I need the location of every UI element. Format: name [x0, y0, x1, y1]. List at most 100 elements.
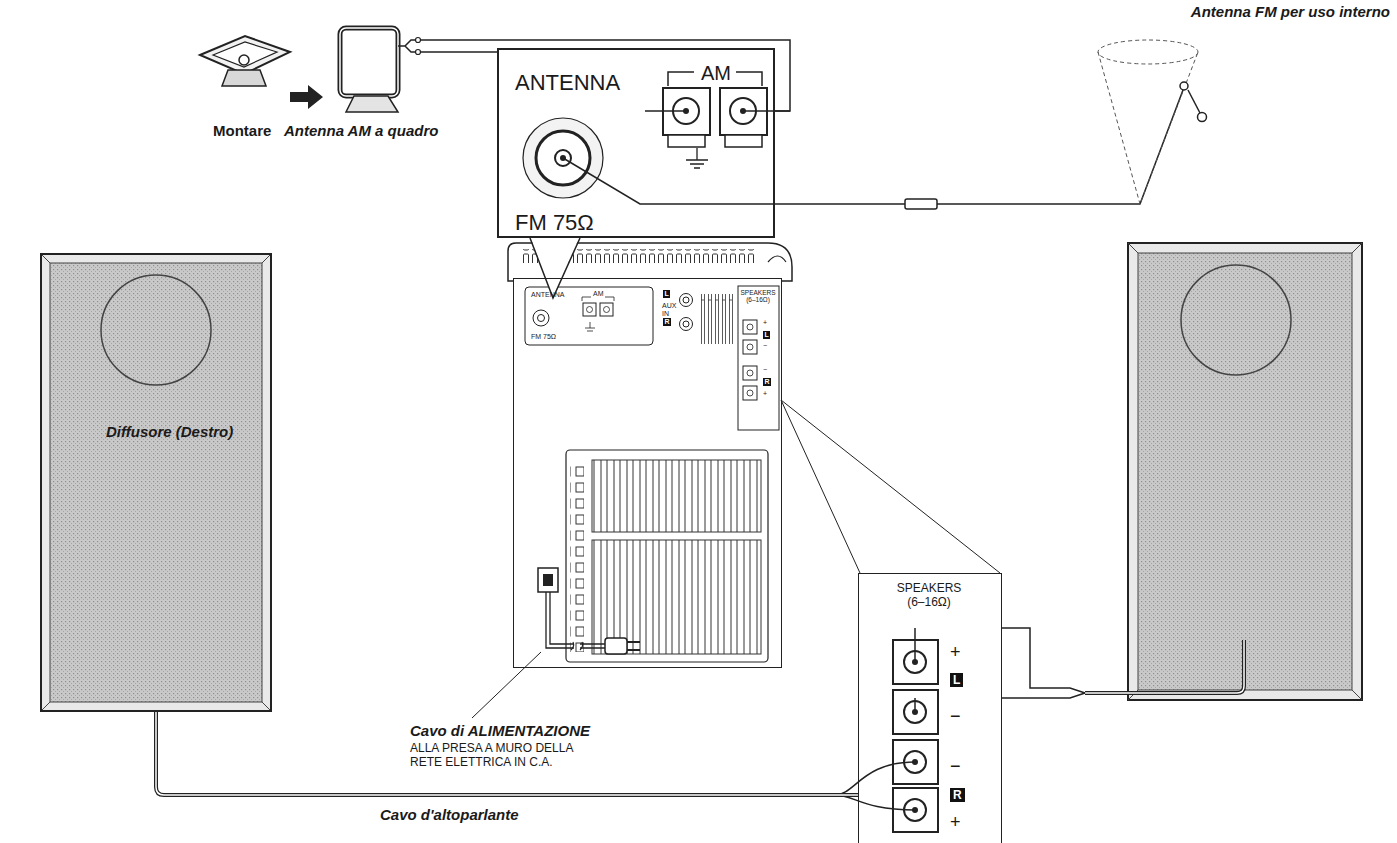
speaker-wire [835, 795, 915, 810]
cord-break [571, 642, 583, 650]
callout-tail-fill [530, 236, 580, 298]
panel-title: SPEAKERS (6–16Ω) [889, 581, 969, 610]
panel-label: AM [593, 290, 604, 298]
fm-jack-small-core [538, 315, 545, 322]
fm-antenna-sweep [1098, 52, 1198, 204]
terminal-screw [587, 307, 593, 313]
speaker-terminal-small [743, 386, 757, 400]
am-loop-base [222, 70, 266, 86]
aux-jack-core [683, 297, 689, 303]
fm-plug [905, 199, 937, 209]
wire-tip [416, 38, 421, 43]
main-unit-rear: ANTENNAAMFM 75ΩLAUX INRSPEAKERS (6–16Ω)+… [513, 278, 782, 668]
am-loop-stand [346, 96, 398, 112]
polarity-sign: + [763, 390, 767, 398]
am-loop-flat [200, 36, 290, 74]
unit-body [513, 278, 782, 668]
fm-jack-small [533, 310, 549, 326]
speaker-terminal [893, 690, 938, 734]
channel-badge: R [663, 318, 671, 326]
instruction-label: Montare [213, 122, 271, 139]
assembly-arrow [290, 85, 323, 109]
speaker-cone [101, 275, 211, 385]
speaker-cable [156, 712, 858, 795]
speaker-terminal-callout: SPEAKERS (6–16Ω)+L−−R+ [858, 573, 1002, 843]
speaker-callout-ground [858, 573, 1002, 843]
power-cord [546, 592, 605, 648]
wire-tip [912, 759, 918, 765]
terminal-screw [747, 390, 753, 396]
thumbtack-head [1198, 113, 1207, 122]
am-terminal-base [668, 135, 705, 147]
part-label: Antenna FM per uso interno [1191, 3, 1390, 20]
am-wire-end [645, 110, 790, 112]
speaker-cable-core [1085, 640, 1244, 693]
part-label: Antenna AM a quadro [284, 122, 438, 139]
part-label: Cavo di ALIMENTAZIONE [410, 722, 590, 739]
aux-jack-core [683, 321, 689, 327]
antenna-terminal-panel [525, 287, 653, 345]
channel-badge: L [663, 290, 670, 298]
am-lead-wire [398, 40, 418, 52]
heat-sink-frame [566, 450, 768, 662]
power-socket [538, 568, 558, 592]
callout-tail [530, 238, 580, 298]
speaker-cabinet-face [40, 253, 272, 712]
cabinet-bevel [40, 253, 272, 712]
wire-tip [912, 659, 918, 665]
ground-symbol [686, 148, 708, 168]
channel-badge: R [950, 788, 965, 802]
leader-line [781, 400, 1000, 573]
speaker-terminal [893, 740, 938, 784]
fm-antenna-sweep [1098, 40, 1198, 64]
speaker-wire [835, 762, 915, 795]
aux-jack [680, 294, 693, 307]
am-terminal-base [725, 135, 762, 147]
panel-label: AUX IN [662, 302, 678, 317]
polarity-sign: + [763, 319, 767, 327]
leader-line [472, 652, 541, 718]
terminal-screw [747, 344, 753, 350]
fm-antenna-knob [1180, 82, 1188, 90]
jack-label: FM 75Ω [515, 210, 594, 235]
wire-tip [740, 108, 746, 114]
panel-label: SPEAKERS (6–16Ω) [739, 289, 777, 303]
note-text: ALLA PRESA A MURO DELLA RETE ELETTRICA I… [410, 741, 600, 770]
unit-cap-handle [768, 256, 786, 262]
wire-tip [683, 108, 689, 114]
polarity-sign: − [763, 342, 767, 350]
speaker-grille [1138, 253, 1352, 690]
speaker-cable-core [156, 712, 858, 795]
cabinet-bevel [1128, 243, 1362, 700]
ground-symbol-small [585, 322, 595, 331]
speaker-terminal-small [743, 320, 757, 334]
channel-badge: R [763, 378, 771, 386]
polarity-sign: + [950, 642, 961, 663]
wire-tip [912, 709, 918, 715]
speaker-terminal-small [743, 366, 757, 380]
aux-jack [680, 318, 693, 331]
channel-badge: L [950, 673, 963, 687]
panel-label: FM 75Ω [531, 333, 556, 341]
polarity-sign: − [950, 756, 961, 777]
am-loop-flat-inner [213, 42, 277, 67]
terminal-screw [604, 307, 610, 313]
power-plug [605, 638, 627, 654]
thumbtack [1188, 90, 1200, 113]
wire-tip [912, 807, 918, 813]
power-socket-core [543, 574, 553, 586]
speaker-cable [1085, 640, 1244, 693]
speaker-cone [1181, 265, 1291, 375]
speaker-label: Diffusore (Destro) [106, 423, 233, 440]
panel-label: ANTENNA [531, 291, 564, 299]
am-loop-upright-core [340, 28, 398, 96]
terminal-screw [747, 370, 753, 376]
speaker-wire [914, 628, 916, 712]
am-terminal-small [583, 303, 596, 316]
unit-side-vents [700, 294, 735, 344]
terminal-group-label: AM [701, 62, 731, 85]
am-terminal-small [600, 303, 613, 316]
